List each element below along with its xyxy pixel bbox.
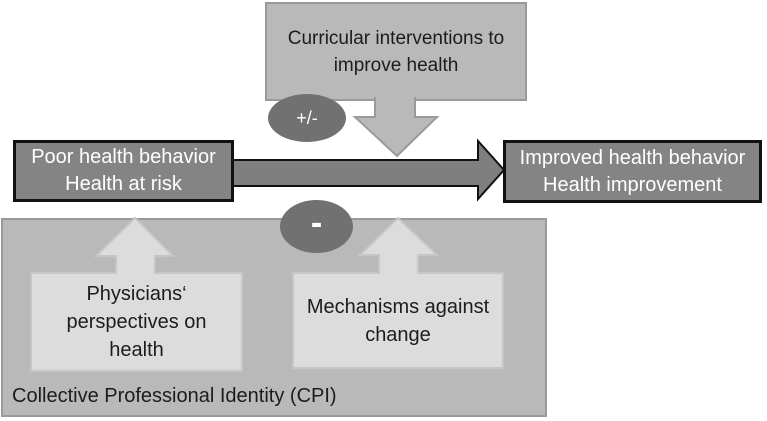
improved-health-behavior-box: Improved health behavior Health improvem…: [503, 140, 762, 203]
horizontal-cause-effect-arrow: [232, 138, 506, 202]
physicians-perspectives-box: Physicians‘ perspectives on health: [30, 272, 243, 372]
poor-health-line: Poor health behavior: [31, 146, 216, 168]
improved-health-line: Health improvement: [543, 173, 722, 196]
poor-health-line: Health at risk: [65, 173, 182, 195]
physicians-perspectives-line: perspectives on: [66, 311, 207, 333]
curricular-interventions-line: Curricular interventions to: [287, 27, 505, 49]
mechanisms-line: Mechanisms against: [306, 295, 490, 318]
curricular-interventions-box: Curricular interventions to improve heal…: [265, 2, 527, 101]
physicians-perspectives-line: health: [109, 339, 164, 361]
mechanisms-against-change-box: Mechanisms against change: [292, 272, 504, 369]
poor-health-behavior-box: Poor health behavior Health at risk: [13, 140, 234, 202]
plus-minus-badge: +/-: [268, 94, 346, 142]
physicians-perspectives-line: Physicians‘: [86, 283, 187, 305]
curricular-interventions-line: improve health: [333, 54, 459, 76]
minus-badge-label: -: [310, 204, 323, 242]
improved-health-line: Improved health behavior: [519, 146, 746, 169]
minus-badge: -: [280, 200, 353, 253]
down-arrow: [352, 97, 440, 158]
plus-minus-badge-label: +/-: [296, 107, 318, 128]
cpi-label: Collective Professional Identity (CPI): [12, 385, 337, 407]
mechanisms-line: change: [365, 323, 431, 346]
